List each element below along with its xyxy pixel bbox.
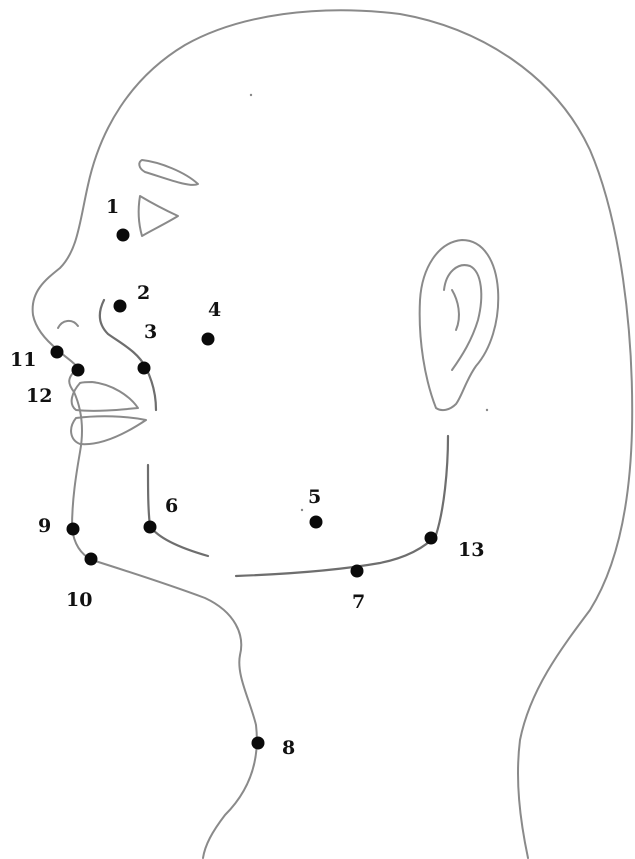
eyebrow — [139, 160, 198, 185]
point-label: 2 — [137, 282, 150, 304]
stray-mark — [486, 409, 488, 411]
landmark-point-13: 13 — [425, 532, 485, 562]
point-label: 5 — [308, 486, 321, 508]
point-label: 10 — [66, 589, 92, 611]
nasolabial-fold — [100, 300, 156, 410]
point-label: 7 — [352, 591, 365, 613]
point-marker — [51, 346, 64, 359]
landmark-point-5: 5 — [308, 486, 323, 529]
stray-mark — [250, 94, 252, 96]
landmark-point-9: 9 — [38, 515, 80, 537]
point-label: 3 — [144, 321, 157, 343]
point-marker — [138, 362, 151, 375]
landmark-point-4: 4 — [202, 299, 222, 346]
stray-mark — [301, 509, 303, 511]
point-label: 8 — [282, 737, 295, 759]
point-marker — [202, 333, 215, 346]
point-label: 6 — [165, 495, 178, 517]
landmark-point-3: 3 — [138, 321, 158, 375]
landmark-point-10: 10 — [66, 553, 98, 612]
point-marker — [67, 523, 80, 536]
point-marker — [85, 553, 98, 566]
ear-inner-fold — [452, 290, 459, 330]
landmark-point-2: 2 — [114, 282, 151, 313]
jaw-line-lower — [236, 436, 448, 576]
ear-inner — [444, 265, 481, 370]
point-marker — [425, 532, 438, 545]
point-marker — [310, 516, 323, 529]
point-label: 12 — [26, 385, 52, 407]
point-label: 11 — [10, 349, 36, 371]
point-label: 13 — [458, 539, 484, 561]
landmark-point-7: 7 — [351, 565, 366, 614]
point-marker — [351, 565, 364, 578]
neck-front-line — [92, 560, 257, 858]
point-label: 1 — [106, 196, 119, 218]
point-marker — [252, 737, 265, 750]
point-label: 9 — [38, 515, 51, 537]
nostril — [58, 321, 78, 328]
point-marker — [72, 364, 85, 377]
eye — [139, 196, 178, 236]
point-label: 4 — [208, 299, 221, 321]
point-marker — [114, 300, 127, 313]
landmark-point-8: 8 — [252, 737, 296, 760]
point-marker — [144, 521, 157, 534]
landmark-point-1: 1 — [106, 196, 130, 242]
upper-lip — [72, 382, 138, 411]
point-marker — [117, 229, 130, 242]
landmark-point-11: 11 — [10, 346, 64, 372]
